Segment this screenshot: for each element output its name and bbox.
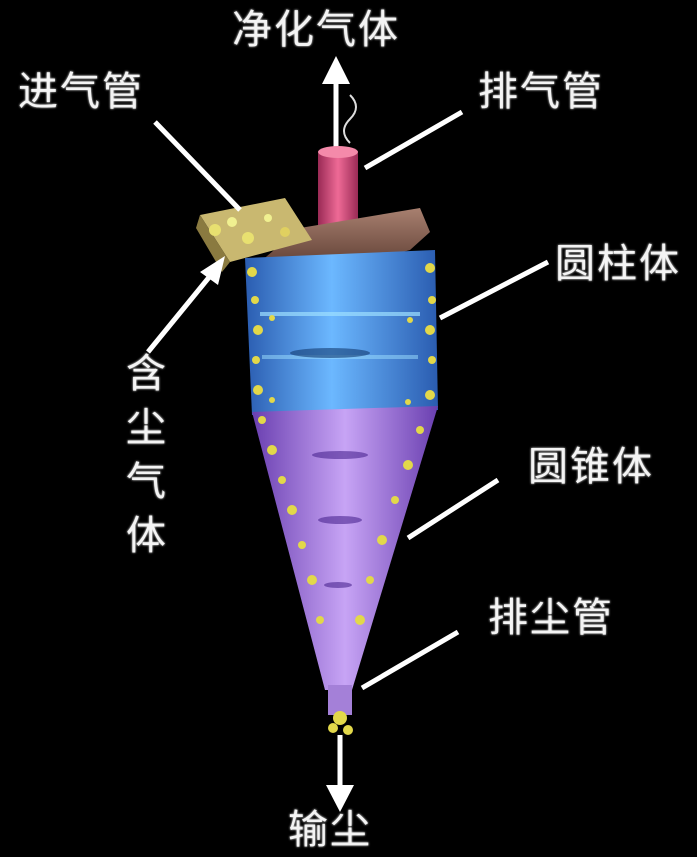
dust-out-arrow — [326, 735, 354, 812]
label-dust-laden-gas: 含尘气体 — [122, 352, 162, 568]
leader-exhaust — [365, 112, 462, 168]
label-cylinder: 圆柱体 — [555, 244, 681, 284]
clean-gas-arrow — [322, 56, 356, 160]
leader-cone — [408, 480, 498, 538]
label-dust-out: 输尘 — [288, 810, 372, 850]
dust-outlet-pipe — [328, 685, 352, 715]
label-exhaust-pipe: 排气管 — [478, 72, 604, 112]
cylinder-body — [245, 250, 438, 415]
leader-dust-pipe — [362, 632, 458, 688]
label-clean-gas: 净化气体 — [232, 10, 400, 50]
label-dust-pipe: 排尘管 — [488, 598, 614, 638]
leader-cylinder — [440, 262, 548, 318]
cone-body — [252, 406, 438, 690]
leader-inlet — [155, 122, 240, 210]
dust-gas-arrow — [148, 256, 225, 352]
label-inlet-pipe: 进气管 — [18, 72, 144, 112]
label-cone: 圆锥体 — [528, 447, 654, 487]
